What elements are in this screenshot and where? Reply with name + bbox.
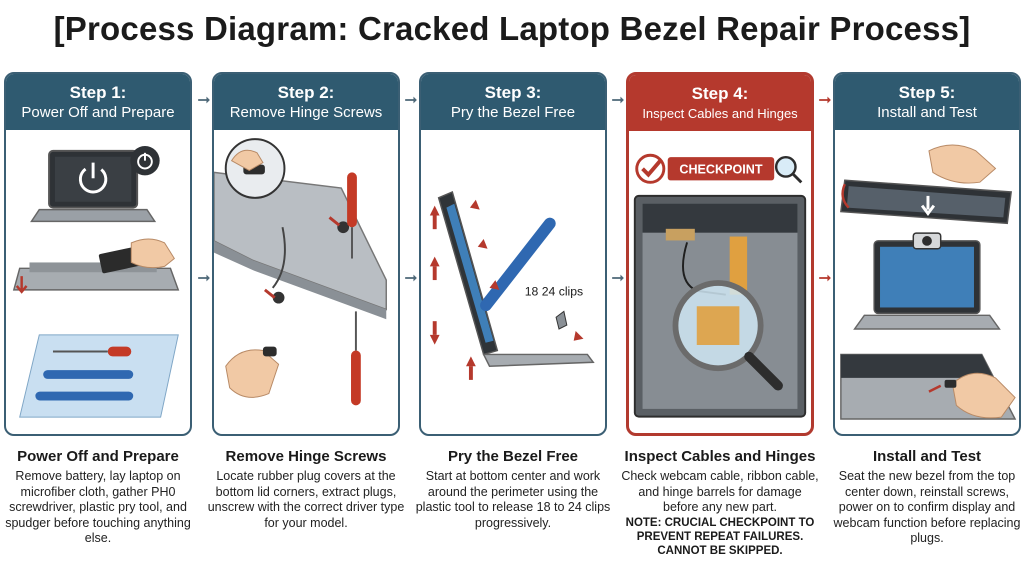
step-2-description-body: Locate rubber plug covers at the bottom …	[207, 469, 405, 530]
step-4-description-body: Check webcam cable, ribbon cable, and hi…	[621, 469, 819, 514]
step-5-description-body: Seat the new bezel from the top center d…	[833, 469, 1021, 545]
plug-insert-illustration	[840, 353, 1017, 420]
step-4-checkpoint-note: NOTE: CRUCIAL CHECKPOINT TO PREVENT REPE…	[625, 516, 815, 557]
step-3-illustration: 18 24 clips	[429, 190, 595, 380]
step-5-description: Install and Test Seat the new bezel from…	[827, 448, 1024, 547]
step-1-description: Power Off and Prepare Remove battery, la…	[0, 448, 198, 547]
arrow-right-icon: ➞	[611, 270, 625, 287]
step-2-description: Remove Hinge Screws Locate rubber plug c…	[206, 448, 406, 531]
pry-tool-icon	[480, 217, 556, 312]
step-5-description-title: Install and Test	[872, 448, 982, 465]
step-1-number: Step 1:	[69, 82, 127, 102]
arrow-right-icon: ➞	[404, 92, 418, 109]
step-4-description: Inspect Cables and Hinges Check webcam c…	[620, 448, 820, 558]
direction-arrows	[429, 199, 584, 380]
step-3-header: Step 3: Pry the Bezel Free	[421, 74, 605, 130]
hand-icon	[225, 346, 280, 398]
step-3-description: Pry the Bezel Free Start at bottom cente…	[413, 448, 613, 531]
arrow-right-icon: ➞	[404, 270, 418, 287]
step-5-panel: Step 5: Install and Test	[833, 72, 1021, 436]
step-2-panel: Step 2: Remove Hinge Screws	[212, 72, 400, 436]
step-4-description-title: Inspect Cables and Hinges	[624, 448, 816, 465]
magnifier-icon	[672, 280, 783, 391]
checkpoint-banner: CHECKPOINT	[635, 153, 803, 184]
screwdriver-icon	[351, 311, 361, 406]
pry-tool-icon	[35, 370, 134, 401]
arrow-right-icon: ➞	[818, 92, 832, 109]
page-title: [Process Diagram: Cracked Laptop Bezel R…	[53, 10, 971, 47]
laptop-lid-illustration	[214, 171, 387, 320]
step-1-panel: Step 1: Power Off and Prepare	[4, 72, 192, 436]
step-1-name: Power Off and Prepare	[21, 103, 175, 121]
step-3-description-body: Start at bottom center and work around t…	[415, 469, 611, 530]
step-2-header: Step 2: Remove Hinge Screws	[214, 74, 398, 130]
screwdriver-icon	[347, 172, 357, 259]
bezel-seat-illustration	[840, 144, 1012, 225]
checkmark-icon	[641, 159, 662, 178]
step-1-header: Step 1: Power Off and Prepare	[6, 74, 190, 130]
laptop-on-illustration	[853, 240, 1001, 330]
step-3-name: Pry the Bezel Free	[450, 103, 576, 121]
step-4-illustration: CHECKPOINT	[633, 153, 807, 418]
step-2-description-title: Remove Hinge Screws	[225, 448, 387, 465]
arrow-right-icon: ➞	[611, 92, 625, 109]
step-2-illustration	[214, 138, 387, 406]
arrow-right-icon: ➞	[197, 92, 211, 109]
step-3-number: Step 3:	[484, 82, 542, 102]
rubber-plug-zoom-illustration	[224, 138, 286, 199]
open-laptop-illustration	[437, 190, 595, 367]
power-badge-icon	[130, 145, 160, 176]
screwdriver-icon	[52, 346, 132, 357]
step-5-header: Step 5: Install and Test	[835, 74, 1019, 130]
step-1-description-title: Power Off and Prepare	[17, 448, 179, 465]
arrow-right-icon: ➞	[197, 270, 211, 287]
step-4-name: Inspect Cables and Hinges	[642, 105, 798, 121]
step-2-number: Step 2:	[277, 82, 335, 102]
hinge-illustration	[665, 228, 695, 241]
checkpoint-label: CHECKPOINT	[679, 163, 762, 177]
step-3-panel: Step 3: Pry the Bezel Free 18 24 clips	[419, 72, 607, 436]
step-1-description-body: Remove battery, lay laptop on microfiber…	[5, 469, 191, 545]
step-5-number: Step 5:	[898, 82, 956, 102]
step-3-description-title: Pry the Bezel Free	[447, 448, 579, 465]
step-2-name: Remove Hinge Screws	[229, 103, 383, 121]
arrow-right-icon: ➞	[818, 270, 832, 287]
step-5-name: Install and Test	[877, 103, 977, 121]
step-4-number: Step 4:	[691, 83, 749, 103]
webcam-icon	[912, 232, 942, 250]
battery-removal-illustration	[12, 238, 180, 294]
clips-label: 18 24 clips	[525, 285, 583, 299]
magnifier-icon	[774, 155, 797, 178]
ribbon-cable-illustration	[729, 236, 748, 295]
step-5-illustration	[840, 144, 1017, 420]
clip-icon	[555, 310, 568, 330]
step-4-header: Step 4: Inspect Cables and Hinges	[629, 75, 811, 131]
step-1-illustration	[12, 145, 180, 418]
step-4-panel: Step 4: Inspect Cables and Hinges CHECKP…	[626, 72, 814, 436]
